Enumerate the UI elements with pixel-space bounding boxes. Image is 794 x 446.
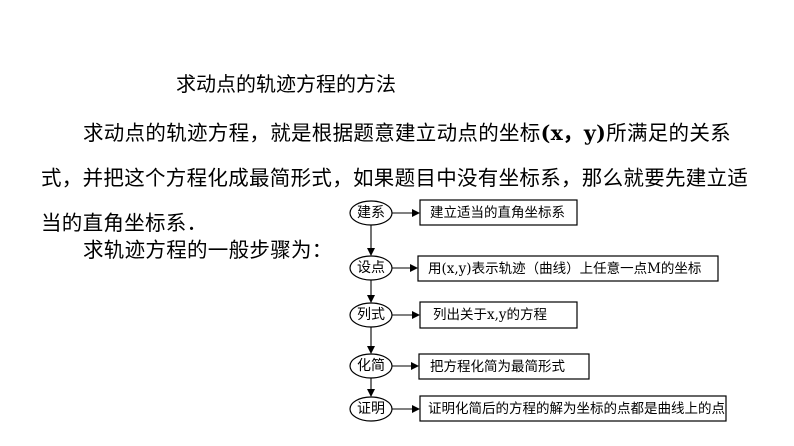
step-description-3: 列出关于x,y的方程 <box>433 307 548 323</box>
paragraph-text-before: 求动点的轨迹方程，就是根据题意建立动点的坐标 <box>83 121 541 145</box>
coordinate-notation: (x，y) <box>540 121 607 145</box>
step-description-2: 用(x,y)表示轨迹（曲线）上任意一点M的坐标 <box>428 261 702 277</box>
step-description-1: 建立适当的直角坐标系 <box>430 205 565 221</box>
step-label-4: 化简 <box>357 358 385 374</box>
step-label-5: 证明 <box>357 401 385 417</box>
step-label-1: 建系 <box>357 205 385 221</box>
step-box-5 <box>419 395 727 422</box>
step-label-3: 列式 <box>357 307 385 323</box>
step-box-2 <box>417 255 719 282</box>
step-label-2: 设点 <box>357 260 385 276</box>
method-paragraph: 求动点的轨迹方程，就是根据题意建立动点的坐标(x，y)所满足的关系式，并把这个方… <box>41 111 761 246</box>
paragraph-text-after: 所满足的关系式，并把这个方程化成最简形式，如果题目中没有坐标系，那么就要先建立适… <box>41 121 749 235</box>
step-description-5: 证明化简后的方程的解为坐标的点都是曲线上的点 <box>428 401 725 417</box>
step-description-4: 把方程化简为最简形式 <box>430 359 565 375</box>
step-box-4 <box>418 353 590 380</box>
steps-intro: 求轨迹方程的一般步骤为： <box>83 238 333 262</box>
step-box-1 <box>419 199 578 226</box>
step-box-3 <box>419 301 578 329</box>
section-heading: 求动点的轨迹方程的方法 <box>176 72 396 96</box>
